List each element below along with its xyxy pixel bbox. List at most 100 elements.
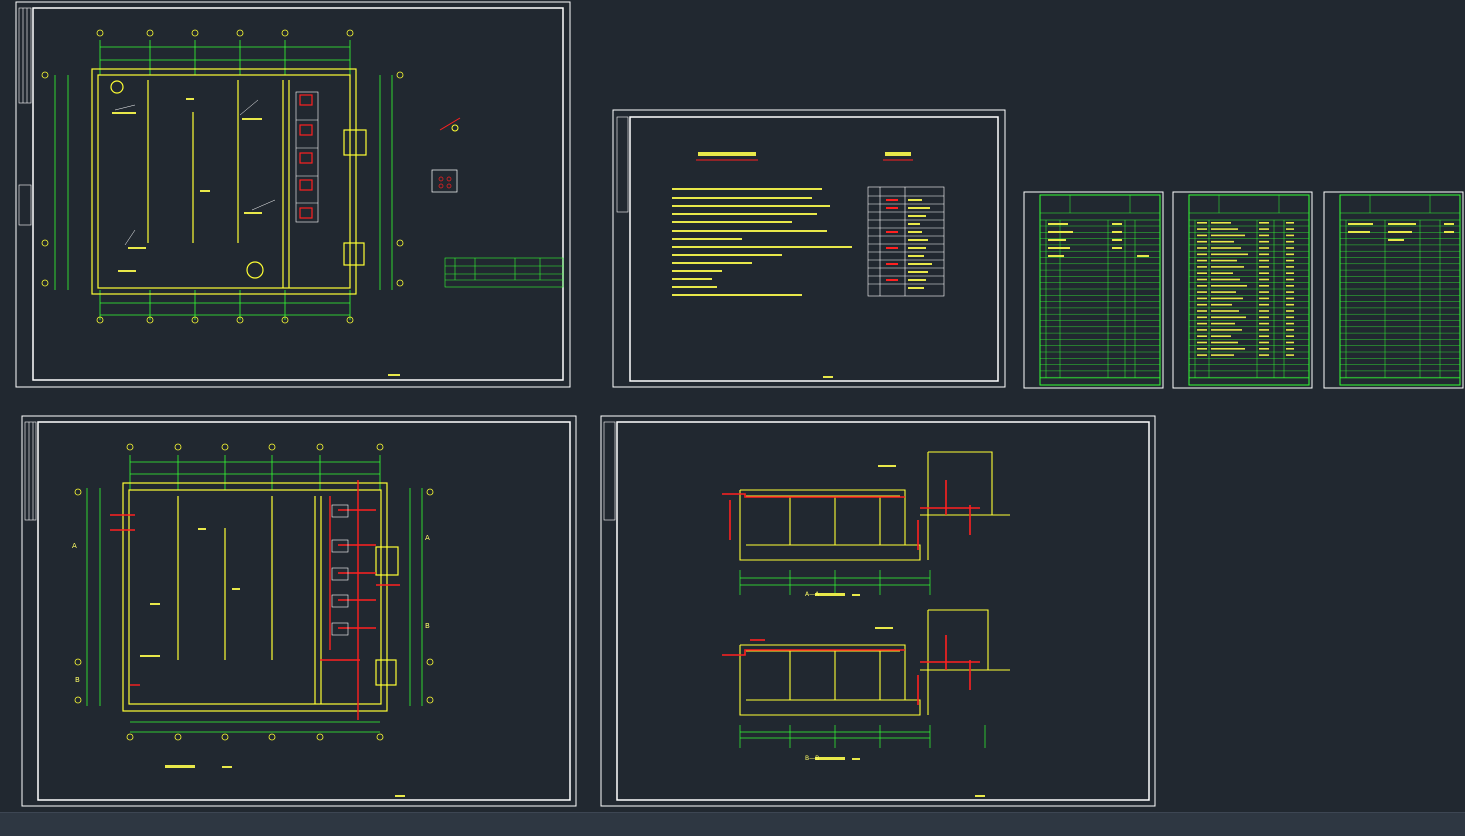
- table-cell-text: [1211, 228, 1238, 230]
- table-cell-text: [1286, 285, 1294, 287]
- table-cell-text: [1286, 222, 1294, 224]
- notes-lines: [672, 188, 852, 296]
- sheet-sections[interactable]: A—A: [600, 415, 1156, 807]
- table-cell-text: [1197, 266, 1207, 268]
- table-cell-text: [1211, 291, 1236, 293]
- table-cell-text: [1259, 329, 1269, 331]
- table-cell-text: [1259, 316, 1269, 319]
- sheet-pipe-plan[interactable]: A A B B: [21, 415, 577, 807]
- table-cell-text: [1259, 228, 1269, 230]
- tank-walls: [91, 68, 367, 295]
- table-cell-text: [1286, 316, 1294, 319]
- table-cell-text: [1211, 253, 1248, 256]
- table-cell-text: [1286, 240, 1294, 243]
- table-cell-text: [1259, 297, 1269, 300]
- table-cell-text: [1197, 253, 1207, 256]
- table-cell-text: [1286, 228, 1294, 230]
- table-cell-text: [1197, 303, 1207, 306]
- table-cell-text: [1259, 240, 1269, 243]
- legend-symbol-table: [867, 186, 945, 297]
- table-cell-text: [1286, 348, 1294, 350]
- sheet-floor-plan[interactable]: [15, 1, 571, 388]
- table-cell-text: [1197, 259, 1207, 262]
- table-cell-text: [1197, 222, 1207, 224]
- table-cell-text: [1211, 354, 1234, 356]
- section-mark-a-right: A: [425, 534, 430, 542]
- table-cell-text: [1197, 247, 1207, 249]
- table-cell-text: [1211, 310, 1239, 312]
- table-cell-text: [1286, 272, 1294, 274]
- table-cell-text: [1211, 303, 1232, 306]
- table-cell-text: [1259, 335, 1269, 337]
- section-mark-a-left: A: [72, 542, 77, 550]
- table-cell-text: [1197, 310, 1207, 312]
- table-cell-text: [1197, 335, 1207, 337]
- table-cell-text: [1197, 285, 1207, 287]
- table-cell-text: [1259, 266, 1269, 268]
- table-cell-text: [1197, 240, 1207, 243]
- table-cell-text: [1259, 222, 1269, 224]
- table-cell-text: [1197, 348, 1207, 350]
- table-cell-text: [1286, 247, 1294, 249]
- table-cell-text: [1197, 228, 1207, 230]
- table-cell-text: [1286, 335, 1294, 337]
- table-cell-text: [1259, 322, 1269, 325]
- table-cell-text: [1197, 278, 1207, 281]
- table-cell-text: [1286, 310, 1294, 312]
- table-cell-text: [1197, 354, 1207, 356]
- table-cell-text: [1211, 335, 1231, 337]
- table-cell-text: [1197, 322, 1207, 325]
- table-cell-text: [1211, 240, 1234, 243]
- pump-manifold: [299, 94, 313, 219]
- dimension-lines: [54, 40, 393, 320]
- table-cell-text: [1286, 322, 1294, 325]
- table-cell-text: [1211, 329, 1242, 331]
- table-cell-text: [1286, 297, 1294, 300]
- detail-symbol: [439, 117, 461, 131]
- table-cell-text: [1259, 291, 1269, 293]
- table-cell-text: [1211, 285, 1247, 287]
- section-aa: [739, 451, 1010, 561]
- section-bb-title: B—B: [805, 755, 819, 762]
- table-cell-text: [1211, 222, 1231, 224]
- section-bb: [739, 609, 1010, 716]
- sheet-design-notes[interactable]: [612, 109, 1006, 388]
- table-cell-text: [1259, 285, 1269, 287]
- table-cell-text: [1286, 341, 1294, 344]
- table-cell-text: [1286, 303, 1294, 306]
- sheet-equipment-list-2[interactable]: [1172, 191, 1313, 389]
- table-cell-text: [1259, 310, 1269, 312]
- table-cell-text: [1286, 291, 1294, 293]
- table-cell-text: [1197, 291, 1207, 293]
- table-cell-text: [1259, 259, 1269, 262]
- table-cell-text: [1211, 247, 1241, 249]
- table-cell-text: [1286, 259, 1294, 262]
- table-cell-text: [1211, 266, 1244, 268]
- annotation-leaders: [114, 99, 276, 246]
- section-aa-title: A—A: [805, 591, 820, 598]
- table-cell-text: [1259, 341, 1269, 344]
- table-cell-text: [1211, 278, 1240, 281]
- sheet-equipment-list-1[interactable]: [1023, 191, 1164, 389]
- table-cell-text: [1211, 322, 1235, 325]
- table-cell-text: [1259, 247, 1269, 249]
- red-pipes: [110, 480, 400, 720]
- table-cell-text: [1211, 297, 1243, 300]
- table-cell-text: [1197, 329, 1207, 331]
- table-cell-text: [1259, 234, 1269, 237]
- table-cell-text: [1259, 354, 1269, 356]
- title-strip: [18, 7, 32, 226]
- notes-heading: [698, 152, 911, 156]
- table-cell-text: [1259, 272, 1269, 274]
- table-cell-text: [1197, 297, 1207, 300]
- table-cell-text: [1259, 278, 1269, 281]
- table-cell-text: [1259, 348, 1269, 350]
- table-cell-text: [1197, 234, 1207, 237]
- table-cell-text: [1211, 259, 1237, 262]
- table-cell-text: [1197, 341, 1207, 344]
- section-mark-b-left: B: [75, 676, 80, 684]
- sheet-equipment-list-3[interactable]: [1323, 191, 1464, 389]
- table-cell-text: [1211, 341, 1238, 344]
- table-cell-text: [1286, 354, 1294, 356]
